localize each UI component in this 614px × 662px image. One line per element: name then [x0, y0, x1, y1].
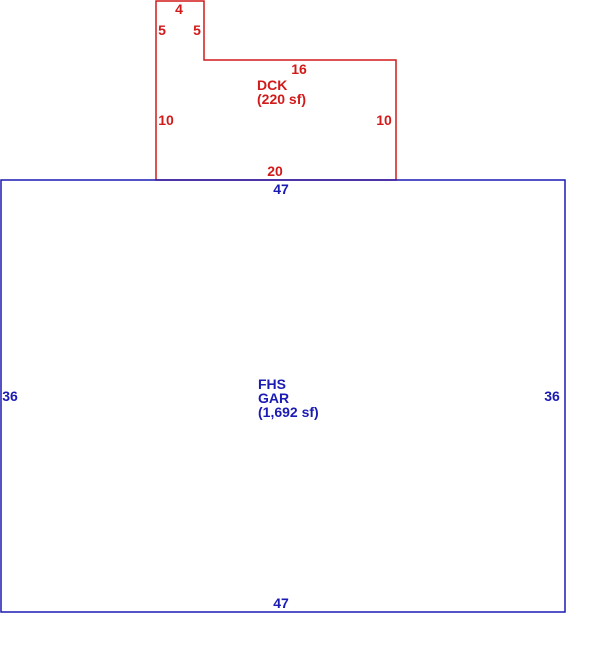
garage-area-label: (1,692 sf): [258, 404, 319, 420]
garage-dim-left: 36: [2, 388, 18, 404]
garage-outline: [0, 179, 566, 613]
deck-dim-tab-top: 4: [175, 1, 183, 17]
deck-code-label: DCK: [257, 77, 287, 93]
deck-dim-top: 16: [291, 61, 307, 77]
deck-dim-right: 10: [376, 112, 392, 128]
deck-dim-tab-left: 5: [158, 22, 166, 38]
deck-area-label: (220 sf): [257, 91, 306, 107]
deck-dim-tab-right: 5: [193, 22, 201, 38]
garage-dim-bottom: 47: [273, 595, 289, 611]
garage-code-label-1: FHS: [258, 376, 286, 392]
garage-dim-right: 36: [544, 388, 560, 404]
deck-dim-bottom: 20: [267, 163, 283, 179]
garage-code-label-2: GAR: [258, 390, 289, 406]
garage-dim-top: 47: [273, 181, 289, 197]
deck-dim-left: 10: [158, 112, 174, 128]
